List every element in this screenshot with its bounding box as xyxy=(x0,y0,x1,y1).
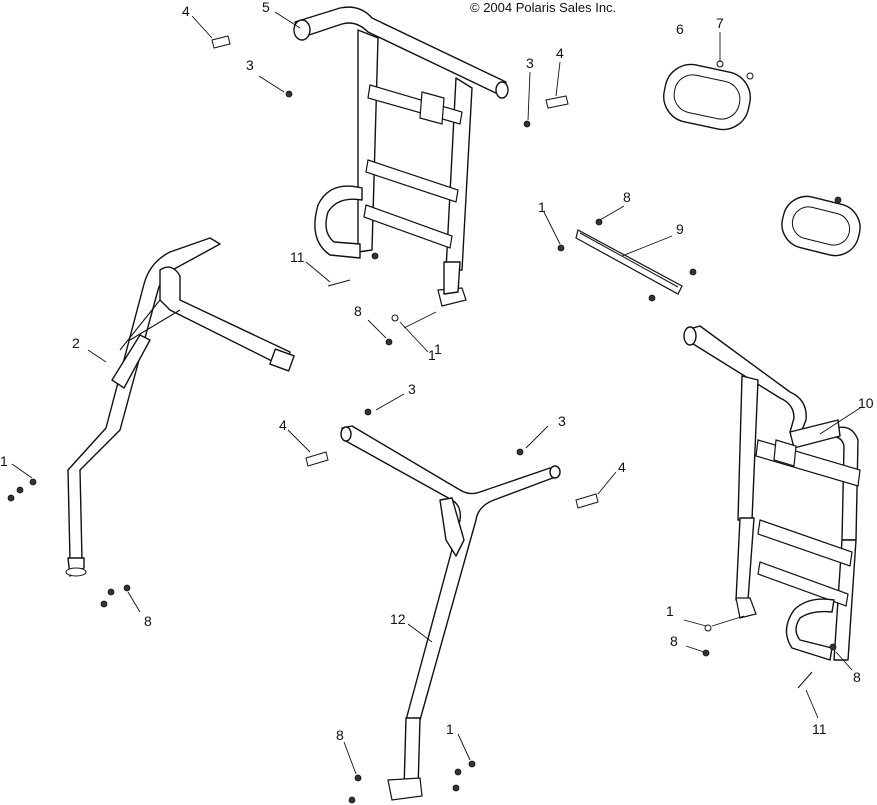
rear-frame-part-10 xyxy=(683,325,861,661)
brace-bar-part-9 xyxy=(575,229,683,295)
callout-label: 1 xyxy=(0,453,8,469)
callout-label: 5 xyxy=(262,0,270,15)
callout-label: 10 xyxy=(858,395,874,411)
callout-label: 8 xyxy=(354,303,362,319)
leader-lines xyxy=(11,11,861,775)
callout-label: 3 xyxy=(558,413,566,429)
callout-label: 8 xyxy=(144,613,152,629)
callout-label: 1 xyxy=(434,341,442,357)
callout-label: 8 xyxy=(853,669,861,685)
callout-label: 4 xyxy=(618,459,626,475)
callout-label: 1 xyxy=(428,347,436,363)
hardware xyxy=(7,35,842,804)
callout-label: 9 xyxy=(676,221,684,237)
callout-label: 8 xyxy=(336,727,344,743)
callout-label: 1 xyxy=(446,721,454,737)
copyright-notice: © 2004 Polaris Sales Inc. xyxy=(470,0,616,15)
callout-label: 4 xyxy=(279,417,287,433)
callout-label: 11 xyxy=(290,249,305,265)
pad-part-6-upper xyxy=(663,63,751,131)
callout-label: 1 xyxy=(538,199,546,215)
callout-label: 12 xyxy=(390,611,406,627)
callout-label: 2 xyxy=(72,335,80,351)
callout-label: 3 xyxy=(246,57,254,73)
callout-label: 11 xyxy=(812,721,827,737)
rear-cage-frame-part-12 xyxy=(340,425,561,801)
callout-label: 1 xyxy=(666,603,674,619)
pad-part-6-lower xyxy=(781,195,861,257)
callout-label: 3 xyxy=(408,381,416,397)
callout-labels: 1 1 1 1 1 1 2 3 3 3 3 4 4 4 4 5 6 7 8 8 … xyxy=(0,0,874,743)
callout-label: 4 xyxy=(182,3,190,19)
callout-label: 8 xyxy=(623,189,631,205)
callout-label: 7 xyxy=(716,15,724,31)
cage-frame-upper-part-5 xyxy=(293,6,509,307)
callout-label: 6 xyxy=(676,21,684,37)
side-frame-part-2 xyxy=(65,237,295,577)
callout-label: 3 xyxy=(526,55,534,71)
callout-label: 4 xyxy=(556,45,564,61)
callout-label: 8 xyxy=(670,633,678,649)
